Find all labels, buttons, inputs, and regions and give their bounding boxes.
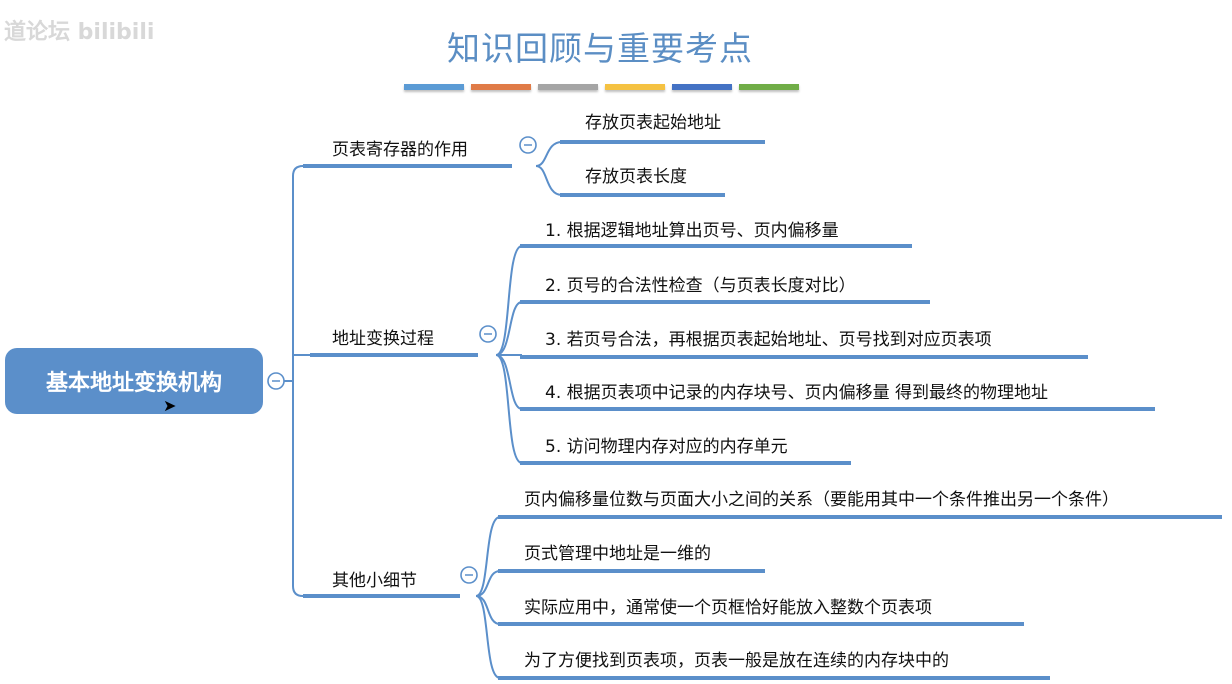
color-bar (739, 84, 799, 90)
branch-node[interactable]: 其他小细节 (332, 571, 417, 591)
leaf-node[interactable]: 页内偏移量位数与页面大小之间的关系（要能用其中一个条件推出另一个条件） (524, 490, 1119, 510)
leaf-node[interactable]: 5. 访问物理内存对应的内存单元 (545, 437, 788, 457)
leaf-node[interactable]: 2. 页号的合法性检查（与页表长度对比） (545, 276, 856, 296)
color-bar (404, 84, 464, 90)
page-title: 知识回顾与重要考点 (447, 29, 753, 68)
leaf-node[interactable]: 页式管理中地址是一维的 (524, 544, 711, 564)
leaf-node[interactable]: 为了方便找到页表项，页表一般是放在连续的内存块中的 (524, 651, 949, 671)
root-node[interactable]: 基本地址变换机构 (5, 348, 263, 414)
leaf-node[interactable]: 存放页表起始地址 (585, 113, 721, 133)
color-bar (538, 84, 598, 90)
color-bar (471, 84, 531, 90)
color-bar (672, 84, 732, 90)
branch-node[interactable]: 地址变换过程 (332, 329, 434, 349)
watermark: 道论坛 bilibili (4, 20, 155, 45)
leaf-node[interactable]: 存放页表长度 (585, 167, 687, 187)
leaf-node[interactable]: 4. 根据页表项中记录的内存块号、页内偏移量 得到最终的物理地址 (545, 383, 1049, 403)
branch-node[interactable]: 页表寄存器的作用 (332, 140, 468, 160)
mouse-cursor-icon: ➤ (163, 396, 177, 415)
leaf-node[interactable]: 实际应用中，通常使一个页框恰好能放入整数个页表项 (524, 598, 932, 618)
color-bar (605, 84, 665, 90)
collapse-icons (267, 136, 537, 584)
leaf-node[interactable]: 3. 若页号合法，再根据页表起始地址、页号找到对应页表项 (545, 330, 992, 350)
leaf-node[interactable]: 1. 根据逻辑地址算出页号、页内偏移量 (545, 221, 839, 241)
